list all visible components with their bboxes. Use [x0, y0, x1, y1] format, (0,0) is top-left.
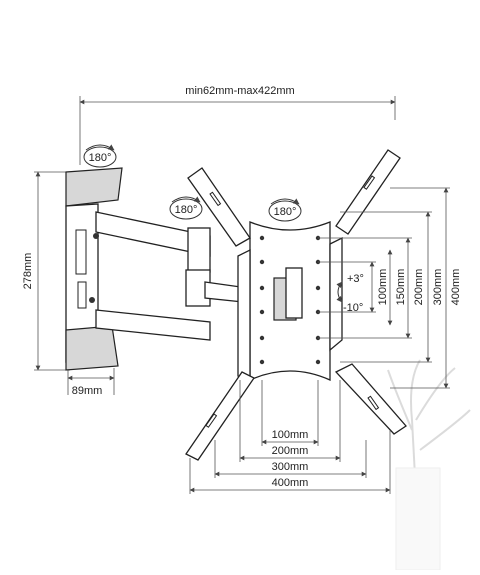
vesa-v-300: 300mm	[432, 269, 444, 306]
rotation-badge-plate: 180°	[268, 198, 302, 222]
vesa-plate	[237, 221, 343, 382]
rotation-label: 180°	[175, 204, 198, 216]
background-plant	[387, 359, 471, 571]
wall-height-dimension: 278mm	[22, 171, 70, 371]
vesa-v-200: 200mm	[413, 269, 425, 306]
vesa-arms	[185, 149, 407, 461]
wall-height-label: 278mm	[22, 253, 34, 290]
rotation-badge-wall: 180°	[83, 144, 117, 168]
tilt-indicator: +3° -10°	[336, 273, 364, 314]
wall-plate	[65, 167, 123, 371]
tilt-down-label: -10°	[343, 302, 363, 314]
vesa-vertical-dimensions: 100mm 150mm 200mm 300mm 400mm	[318, 187, 462, 389]
vesa-h-300: 300mm	[272, 461, 309, 473]
extension-dimension: min62mm-max422mm	[79, 85, 396, 165]
vesa-h-400: 400mm	[272, 477, 309, 489]
rotation-label: 180°	[274, 206, 297, 218]
vesa-h-200: 200mm	[272, 445, 309, 457]
wall-width-label: 89mm	[72, 385, 103, 397]
vesa-v-400: 400mm	[450, 269, 462, 306]
rotation-badge-arm: 180°	[169, 196, 203, 220]
vesa-v-100: 100mm	[377, 269, 389, 306]
rotation-label: 180°	[89, 152, 112, 164]
vesa-v-150: 150mm	[395, 269, 407, 306]
vesa-horizontal-dimensions: 100mm 200mm 300mm 400mm	[189, 380, 391, 494]
extension-label: min62mm-max422mm	[185, 85, 294, 97]
vesa-h-100: 100mm	[272, 429, 309, 441]
tilt-up-label: +3°	[347, 273, 364, 285]
wall-width-dimension: 89mm	[67, 368, 115, 397]
